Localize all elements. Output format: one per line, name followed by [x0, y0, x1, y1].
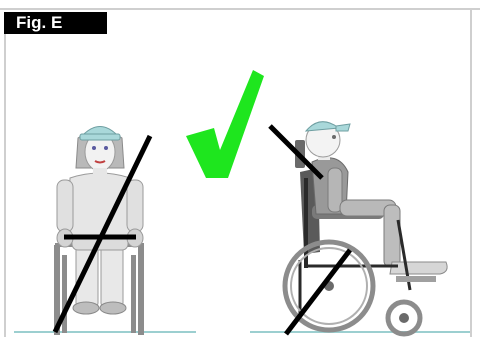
- checkmark-icon: [186, 70, 264, 178]
- side-view-occupant: [270, 122, 447, 334]
- front-view-occupant: [54, 127, 150, 336]
- figure-label: Fig. E: [4, 12, 107, 34]
- checkmark-shape: [186, 70, 264, 178]
- front-wheelchair: [54, 243, 144, 335]
